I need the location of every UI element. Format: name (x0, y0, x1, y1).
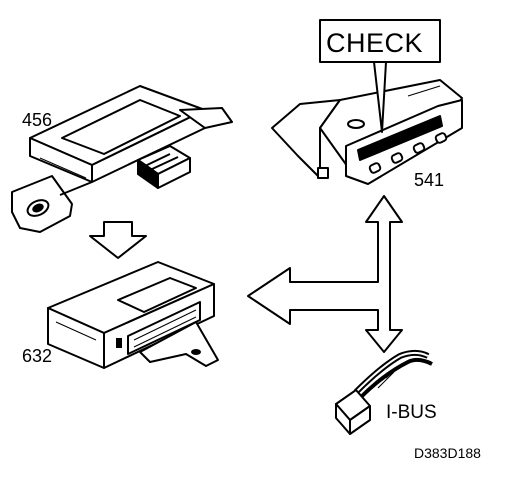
part-number-456: 456 (22, 110, 52, 130)
module-632: 632 (22, 261, 219, 369)
i-bus-label: I-BUS (386, 402, 437, 423)
part-number-541: 541 (414, 170, 444, 190)
replace-arrow (89, 221, 147, 259)
check-label: CHECK (326, 28, 423, 58)
module-541: 541 (271, 79, 463, 190)
i-bus-connector: I-BUS (335, 350, 437, 435)
check-callout: CHECK (319, 19, 441, 133)
bus-arrows (247, 195, 403, 353)
part-number-632: 632 (22, 346, 52, 366)
module-456: 456 (11, 85, 233, 233)
figure-code: D383D188 (414, 445, 481, 461)
